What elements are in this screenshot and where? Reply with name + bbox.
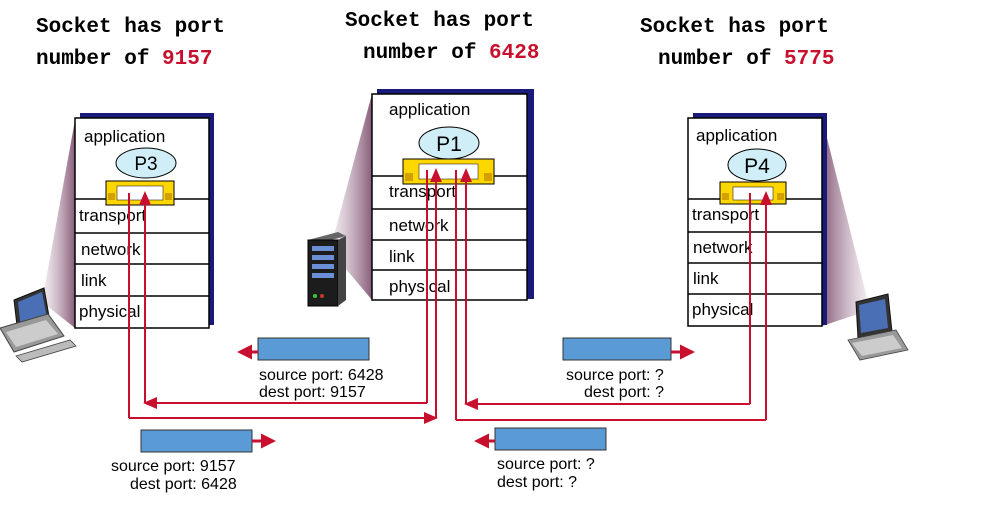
caption-line: Socket has port (345, 10, 535, 33)
segment-box (562, 337, 672, 361)
segment-unknown-outbound: source port: ? dest port: ? (562, 337, 695, 401)
segment-box (494, 427, 607, 451)
right-host-wedge (822, 118, 870, 326)
layer-physical: physical (79, 302, 140, 321)
caption-line: number of 9157 (36, 48, 213, 71)
port-number: 6428 (489, 42, 540, 65)
layer-link: link (81, 271, 107, 290)
segment-unknown-inbound: source port: ? dest port: ? (474, 427, 607, 491)
dest-port-label: dest port: ? (497, 474, 577, 491)
caption-line: number of 6428 (363, 42, 540, 65)
layer-physical: physical (692, 300, 753, 319)
caption-right: Socket has port number of 5775 (640, 12, 834, 76)
segment-box (257, 337, 370, 361)
layer-application: application (84, 127, 165, 146)
caption-line: Socket has port (640, 16, 830, 39)
process-label: P4 (744, 155, 770, 178)
layer-network: network (693, 238, 753, 257)
dest-port-label: dest port: ? (584, 384, 664, 401)
layer-network: network (81, 240, 141, 259)
segment-9157-to-6428: source port: 9157 dest port: 6428 (111, 429, 276, 493)
layer-transport: transport (692, 205, 759, 224)
process-label: P3 (134, 154, 157, 175)
caption-line: Socket has port (36, 16, 226, 39)
layer-link: link (693, 269, 719, 288)
caption-middle: Socket has port number of 6428 (345, 6, 539, 70)
source-port-label: source port: ? (566, 367, 664, 384)
right-protocol-stack: application P4 transport network link ph… (687, 113, 827, 327)
port-number: 9157 (162, 48, 213, 71)
middle-protocol-stack: application P1 transport network link ph… (371, 89, 534, 301)
segment-6428-to-9157: source port: 6428 dest port: 9157 (237, 337, 384, 401)
process-p4 (727, 148, 787, 182)
source-port-label: source port: ? (497, 456, 595, 473)
left-protocol-stack: application P3 transport network link ph… (74, 113, 214, 329)
port-number: 5775 (784, 48, 835, 71)
server-icon (307, 232, 346, 307)
segment-paths (128, 168, 772, 424)
layer-link: link (389, 247, 415, 266)
caption-left: Socket has port number of 9157 (36, 12, 225, 76)
process-label: P1 (436, 133, 462, 156)
left-host-wedge (42, 120, 75, 328)
layer-transport: transport (79, 206, 146, 225)
layer-application: application (389, 100, 470, 119)
segment-box (140, 429, 253, 453)
dest-port-label: dest port: 9157 (259, 384, 366, 401)
client-computer-icon (847, 293, 909, 361)
client-computer-icon (0, 287, 77, 363)
layer-network: network (389, 216, 449, 235)
process-p3 (115, 147, 177, 179)
source-port-label: source port: 9157 (111, 458, 236, 475)
source-port-label: source port: 6428 (259, 367, 384, 384)
layer-physical: physical (389, 277, 450, 296)
dest-port-label: dest port: 6428 (130, 476, 237, 493)
layer-application: application (696, 126, 777, 145)
layer-transport: transport (389, 182, 456, 201)
caption-line: number of 5775 (658, 48, 835, 71)
